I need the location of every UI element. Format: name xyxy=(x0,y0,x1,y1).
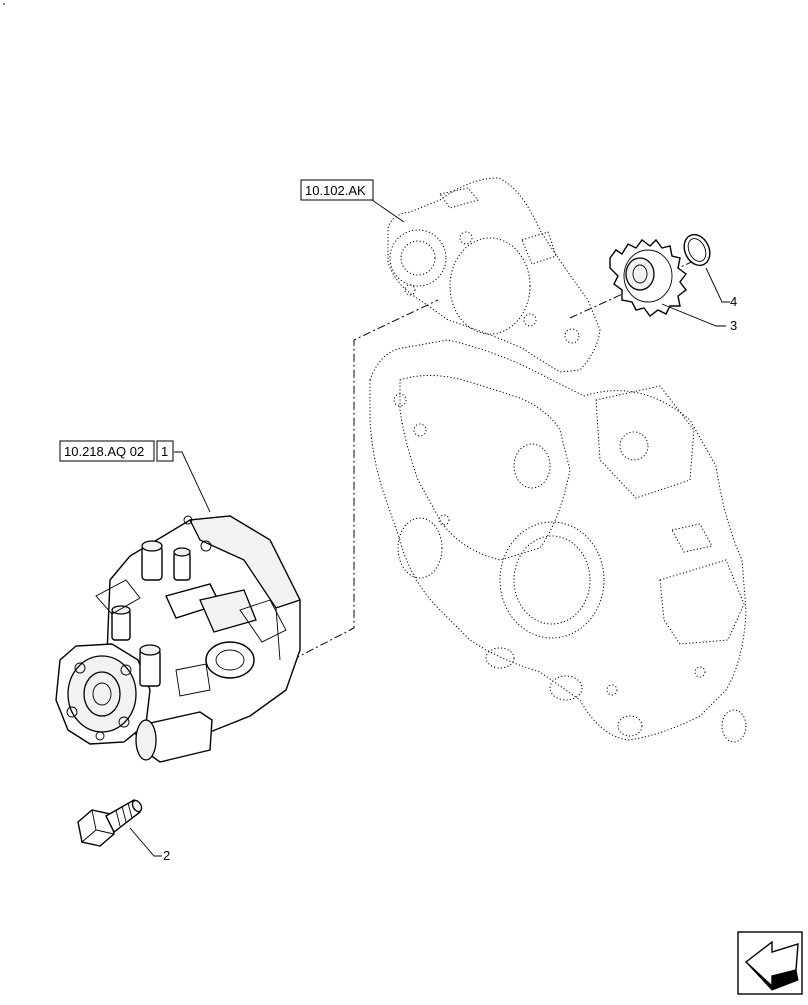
callout-ring: 4 xyxy=(730,294,737,309)
mounting-bolt xyxy=(77,799,143,847)
assembly-line-pump xyxy=(291,299,439,661)
snap-ring xyxy=(683,233,711,267)
drive-gear xyxy=(609,238,687,317)
leader-cover-ref xyxy=(371,199,405,223)
arrow-icon[interactable] xyxy=(737,931,803,995)
leader-gear xyxy=(661,303,726,327)
leader-ring xyxy=(705,267,730,303)
reference-label-pump[interactable]: 10.218.AQ 02 xyxy=(59,440,155,462)
callout-pump: 1 xyxy=(161,444,168,459)
timing-cover-housing xyxy=(369,177,747,743)
reference-label-cover[interactable]: 10.102.AK xyxy=(300,179,374,201)
callout-gear: 3 xyxy=(730,318,737,333)
callout-bolt: 2 xyxy=(163,848,170,863)
callout-box-pump: 1 xyxy=(156,440,174,462)
high-pressure-pump xyxy=(55,515,301,763)
corner-mark xyxy=(3,3,5,5)
leader-bolt xyxy=(129,827,162,857)
leader-pump xyxy=(174,451,211,513)
reference-text-pump: 10.218.AQ 02 xyxy=(64,444,144,459)
reference-text-cover: 10.102.AK xyxy=(305,183,366,198)
